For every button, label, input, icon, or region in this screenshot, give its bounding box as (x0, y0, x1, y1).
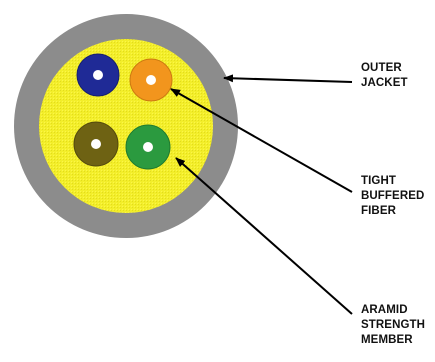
label-tight-buffered-fiber: TIGHT BUFFERED FIBER (361, 174, 424, 219)
label-line: ARAMID (361, 304, 408, 316)
label-line: TIGHT (361, 175, 396, 187)
label-outer-jacket: OUTER JACKET (361, 61, 408, 91)
arrow-outer-jacket (223, 74, 353, 83)
label-aramid-strength-member: ARAMID STRENGTH MEMBER (361, 303, 425, 348)
label-line: STRENGTH (361, 319, 426, 331)
fiber-brown (73, 121, 119, 167)
label-line: JACKET (361, 77, 408, 89)
aramid-strength-member (39, 39, 213, 213)
label-line: MEMBER (361, 334, 413, 346)
fiber-core (143, 142, 153, 152)
label-line: OUTER (361, 62, 402, 74)
fiber-core (93, 70, 103, 80)
label-line: BUFFERED (361, 190, 425, 202)
arrow-aramid-strength-member (175, 157, 353, 315)
fiber-green (125, 124, 171, 170)
fiber-orange (129, 58, 173, 102)
label-line: FIBER (361, 205, 396, 217)
fiber-core (146, 75, 156, 85)
fiber-blue (76, 53, 120, 97)
arrow-tight-buffered-fiber (170, 88, 353, 193)
fiber-core (91, 139, 101, 149)
